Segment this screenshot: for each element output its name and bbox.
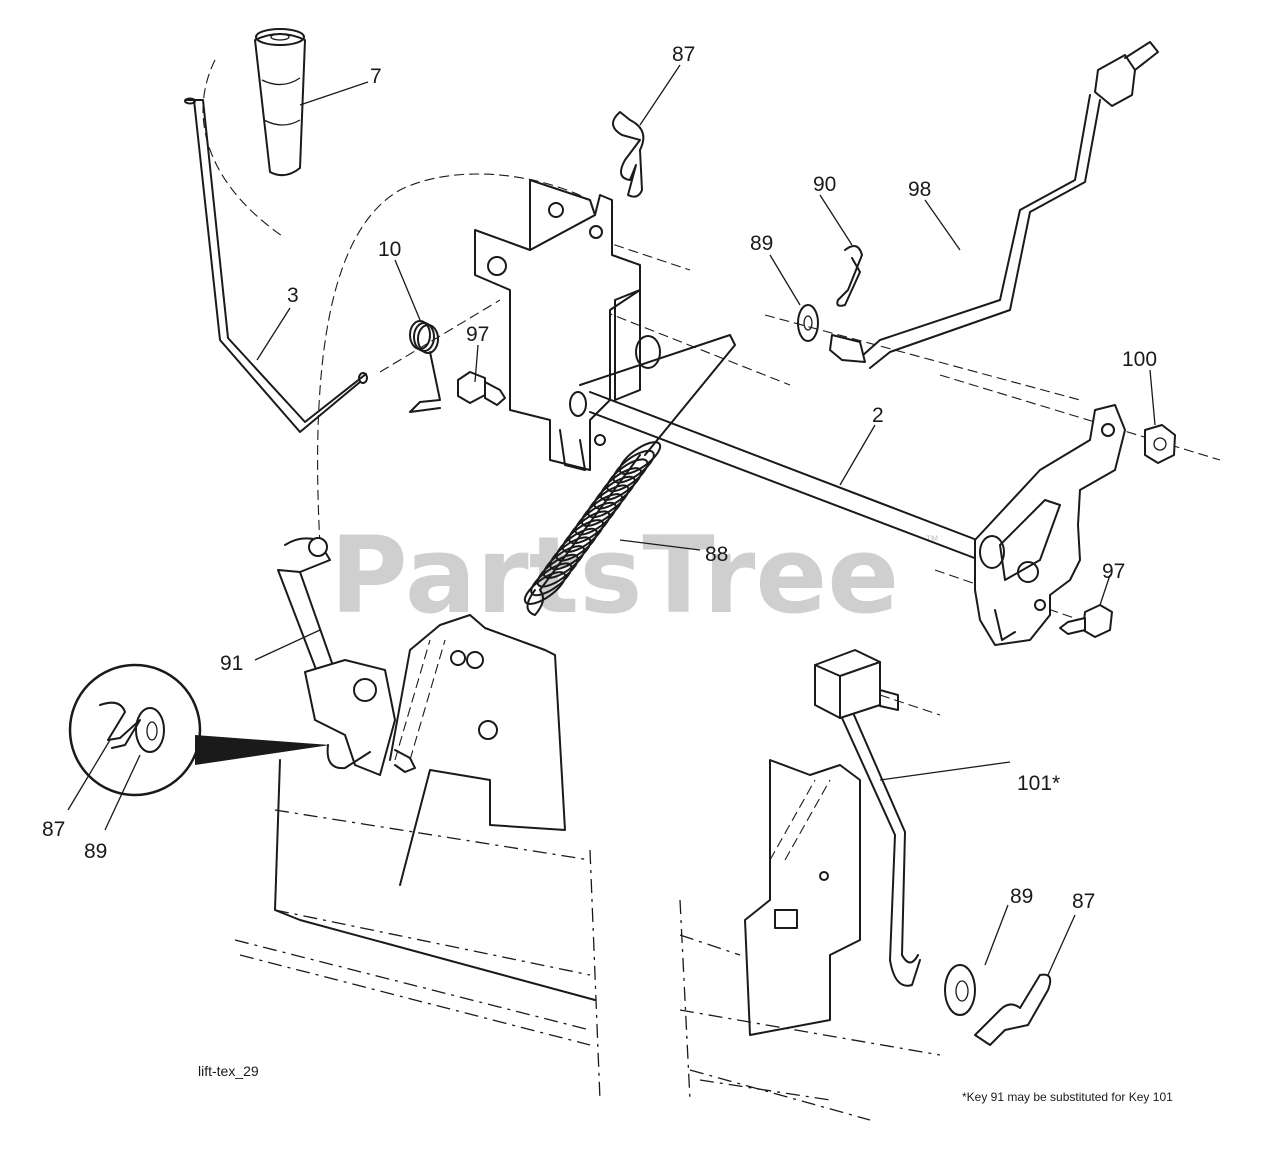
lift-shaft-part <box>569 391 991 563</box>
callout-98: 98 <box>908 178 931 201</box>
lift-arm-plate-part <box>974 404 1126 646</box>
callout-101: 101* <box>1017 772 1060 795</box>
spring-coil <box>593 475 636 510</box>
phantom-arc <box>317 173 591 546</box>
spring-coil <box>618 441 662 475</box>
leader-lines <box>67 64 1156 976</box>
callout-89-detail: 89 <box>84 840 107 863</box>
spring-coil <box>612 449 655 484</box>
link-rod-part <box>277 537 416 776</box>
spring-coil <box>555 527 598 562</box>
spring-coil <box>568 510 611 545</box>
hairpin-lower-right <box>974 973 1052 1046</box>
spring-coil <box>599 467 643 501</box>
callout-89-lower: 89 <box>1010 885 1033 908</box>
centerline-lower <box>879 694 941 716</box>
callout-97-left: 97 <box>466 323 489 346</box>
deck-housing-left <box>234 759 941 1121</box>
bolt-right-part <box>1059 604 1113 638</box>
callout-labels: 7 3 10 87 97 90 89 98 100 2 88 97 91 87 … <box>42 43 1157 913</box>
hairpin-clip-top <box>612 111 645 198</box>
hex-nut-part <box>1144 424 1176 464</box>
callout-90: 90 <box>813 173 836 196</box>
spring-coil <box>606 458 649 493</box>
callout-91: 91 <box>220 652 243 675</box>
spring-coil <box>536 553 579 588</box>
lift-link-101-part <box>814 649 921 987</box>
mounting-bracket-part <box>474 179 661 471</box>
phantom-handle-path <box>202 59 286 239</box>
callout-100: 100 <box>1122 348 1157 371</box>
callout-10: 10 <box>378 238 401 261</box>
spring-coil <box>542 545 586 579</box>
washer-lower-right <box>944 964 976 1016</box>
callout-7: 7 <box>370 65 382 88</box>
handle-grip-part <box>254 28 306 177</box>
washer-top-part <box>797 304 819 342</box>
bolt-left-part <box>457 371 506 406</box>
centerline-washer <box>764 314 1081 401</box>
spring-coil <box>549 536 592 571</box>
callout-87-detail: 87 <box>42 818 65 841</box>
hairpin-clip-90 <box>836 245 863 307</box>
torsion-spring-part <box>409 320 441 413</box>
callout-87-lower: 87 <box>1072 890 1095 913</box>
callout-97-right: 97 <box>1102 560 1125 583</box>
centerline-spring10 <box>379 299 501 373</box>
deck-side-plate-left <box>389 614 566 886</box>
adjust-rod-part <box>829 41 1159 369</box>
centerline-top <box>599 239 691 271</box>
footnote-text: *Key 91 may be substituted for Key 101 <box>962 1090 1173 1104</box>
spring-coil <box>580 493 624 527</box>
detail-magnifier <box>68 663 330 797</box>
extension-spring-part <box>523 334 736 616</box>
spring-coil <box>523 571 567 605</box>
spring-coil <box>574 501 617 536</box>
drawing-code: lift-tex_29 <box>198 1063 259 1079</box>
spring-coil <box>561 519 605 553</box>
watermark-text: PartsTree <box>330 514 899 637</box>
callout-2: 2 <box>872 404 884 427</box>
spring-coil <box>587 484 630 519</box>
callout-87-top: 87 <box>672 43 695 66</box>
callout-89-top: 89 <box>750 232 773 255</box>
lift-handle-rod-part <box>184 97 368 433</box>
deck-side-plate-right <box>744 759 861 1036</box>
callout-88: 88 <box>705 543 728 566</box>
callout-3: 3 <box>287 284 299 307</box>
